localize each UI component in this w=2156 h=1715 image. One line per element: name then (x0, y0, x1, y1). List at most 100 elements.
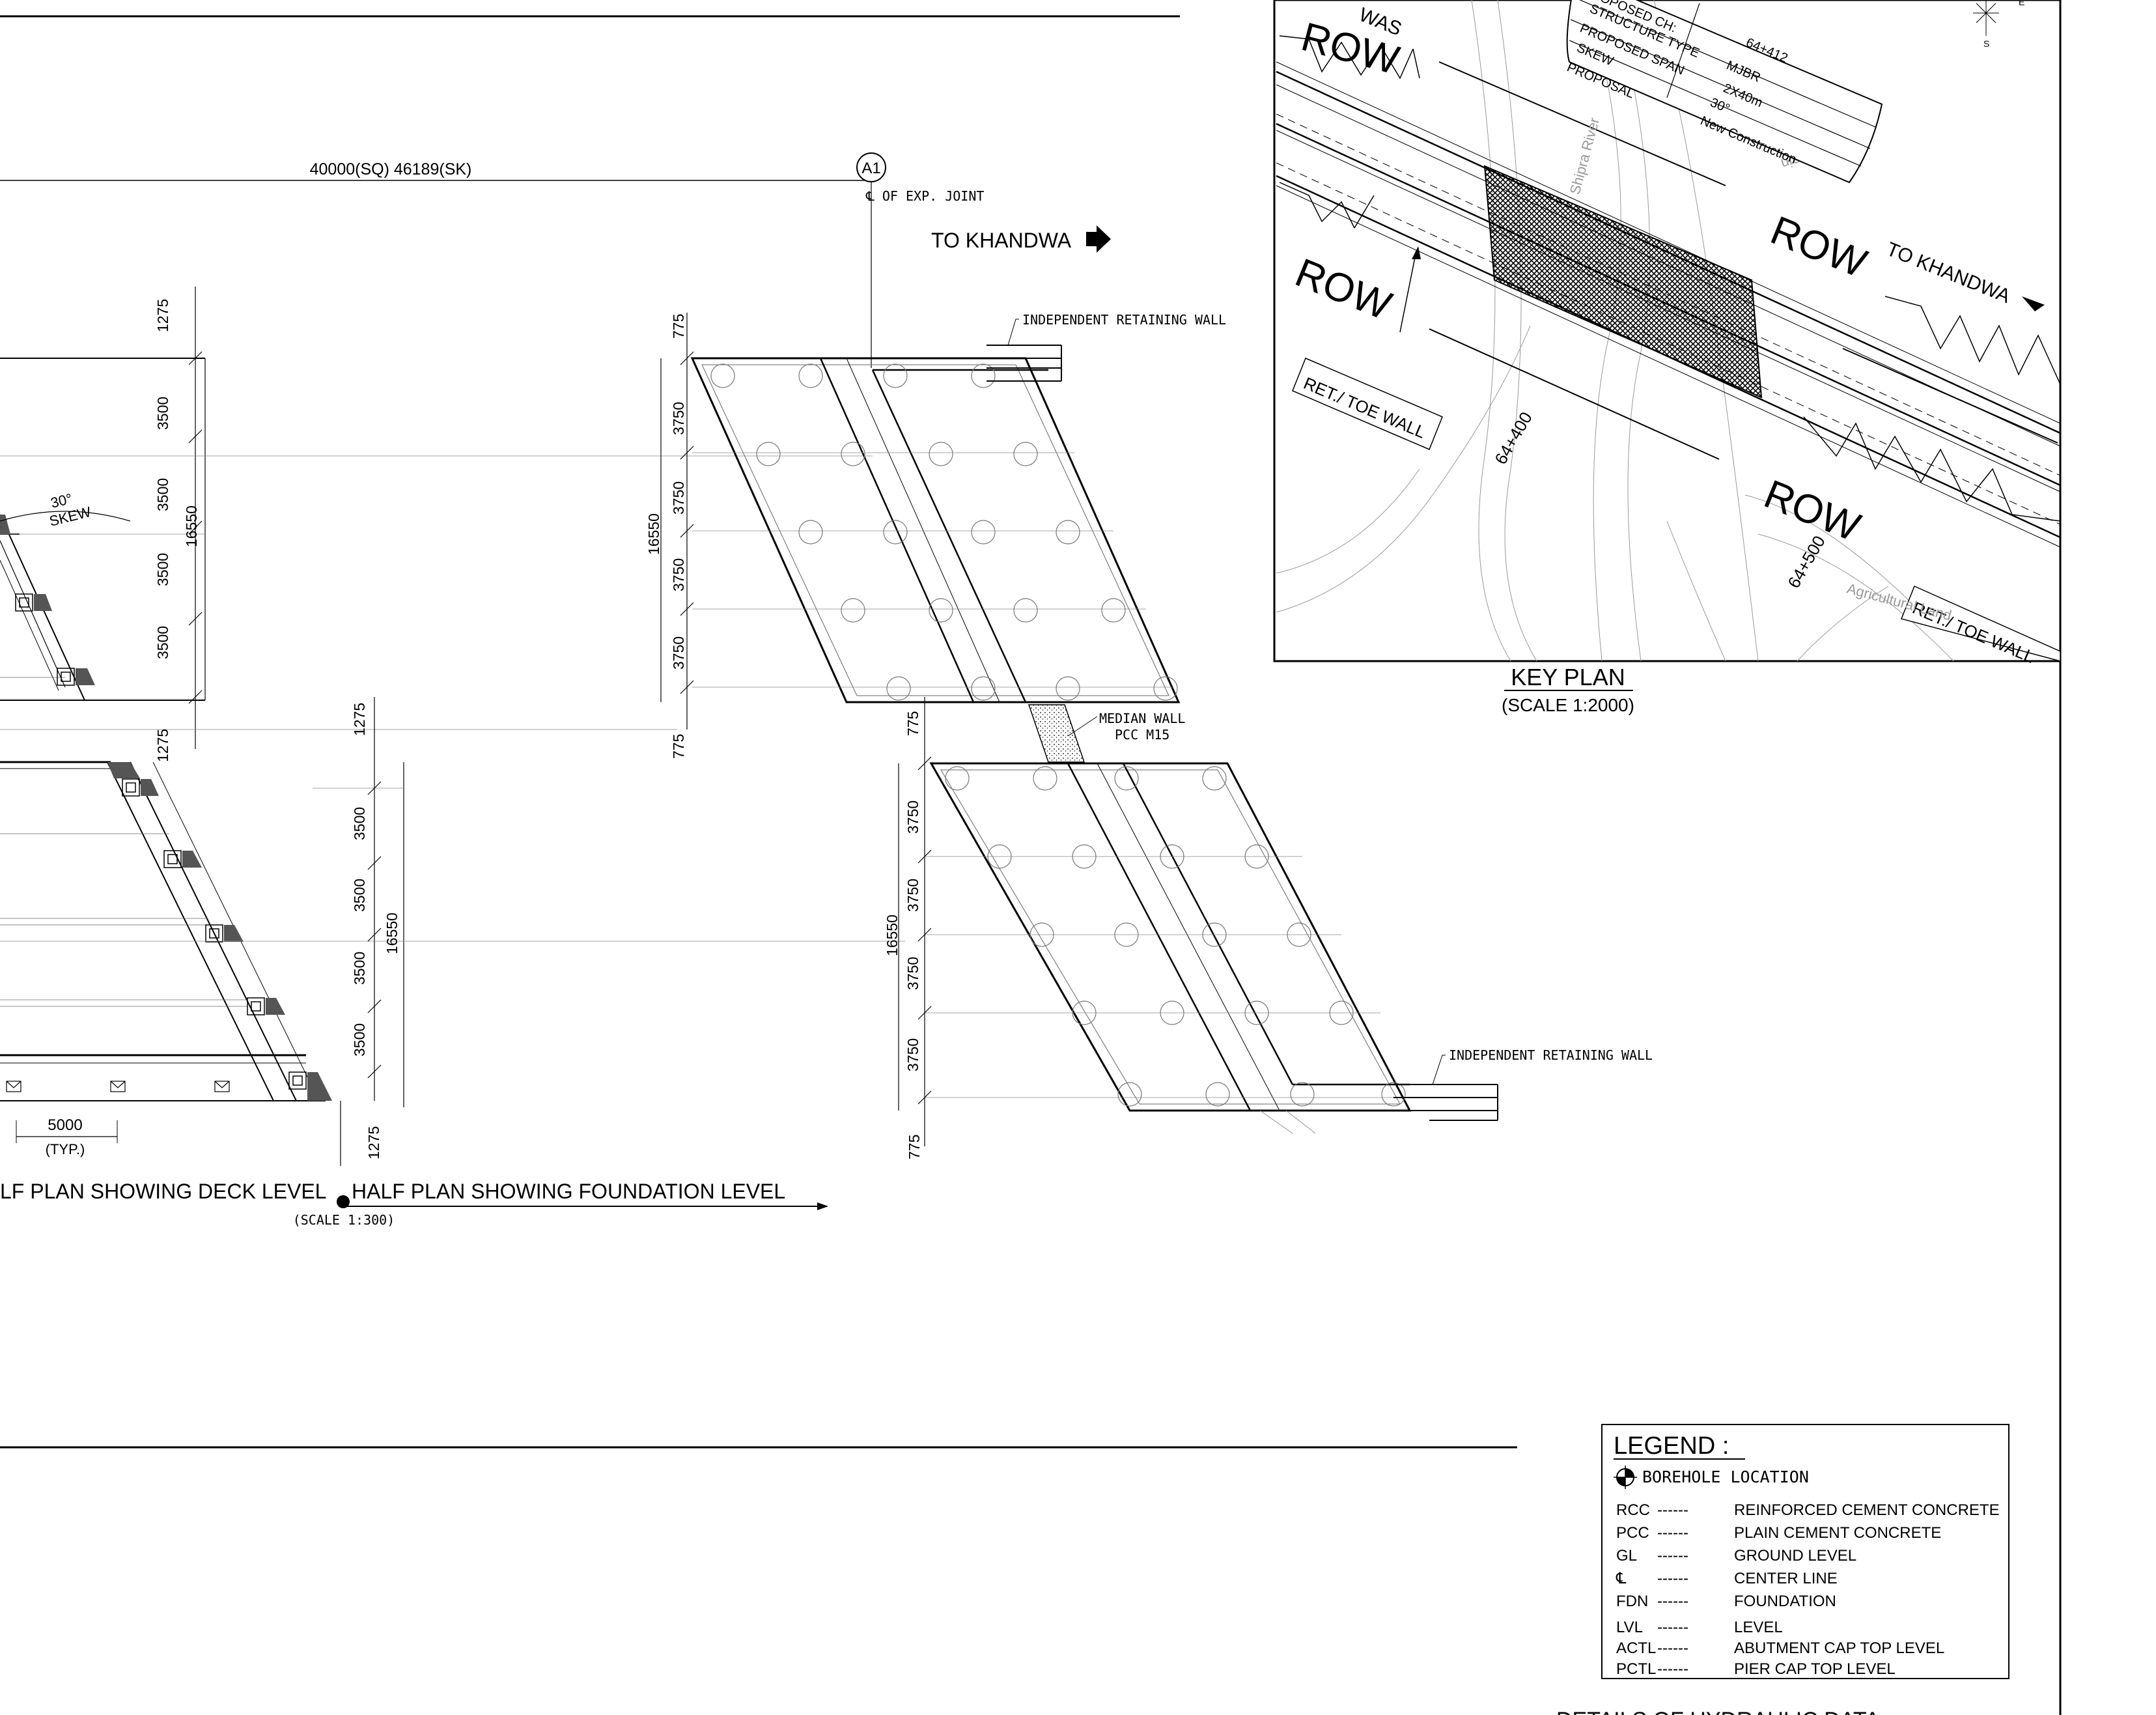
dim-3750-d: 3750 (670, 636, 687, 670)
foundation-dim-labels-upper: 775 3750 3750 3750 3750 16550 775 (645, 314, 687, 759)
dim-3750-h: 3750 (904, 1038, 921, 1071)
retaining-wall-top-label: INDEPENDENT RETAINING WALL (1022, 312, 1226, 328)
axis-a1-marker: A1 ℄ OF EXP. JOINT (856, 152, 984, 368)
key-direction-label: TO KHANDWA (1883, 238, 2013, 307)
legend-abbr-fdn: FDN (1616, 1593, 1648, 1610)
span-dimension-text: 40000(SQ) 46189(SK) (310, 160, 472, 178)
legend-desc-pcc: PLAIN CEMENT CONCRETE (1734, 1524, 1941, 1542)
title-foundation-level: HALF PLAN SHOWING FOUNDATION LEVEL (352, 1180, 785, 1203)
dim-3500-g: 3500 (351, 952, 368, 985)
deck-level-plan (0, 358, 332, 1101)
legend-desc-pctl: PIER CAP TOP LEVEL (1734, 1660, 1896, 1678)
section-dot (337, 1195, 350, 1208)
legend-abbr-rcc: RCC (1616, 1501, 1650, 1519)
typ-spacing-label: (TYP.) (46, 1141, 85, 1157)
typ-spacing-value: 5000 (48, 1116, 82, 1134)
dim-16550-b: 16550 (384, 913, 400, 954)
legend-sep-lvl: ------ (1657, 1619, 1688, 1636)
foundation-upper (690, 319, 1181, 703)
legend-sep-fdn: ------ (1657, 1593, 1688, 1610)
legend-title: LEGEND : (1614, 1432, 1729, 1460)
legend-sep-rcc: ------ (1657, 1501, 1688, 1519)
dim-1275-d: 1275 (365, 1126, 382, 1159)
chainage-64-500: 64+500 (1784, 532, 1829, 591)
deck-dim-labels-lower: 1275 3500 3500 3500 3500 16550 1275 (351, 703, 400, 1159)
foundation-dim-labels-lower: 775 3750 3750 3750 3750 16550 775 (884, 711, 923, 1159)
arrow-right-icon (1086, 225, 1111, 253)
deck-dims-lower (0, 697, 905, 1166)
legend-desc-rcc: REINFORCED CEMENT CONCRETE (1734, 1501, 2000, 1519)
legend-abbr-gl: GL (1616, 1547, 1637, 1565)
exp-joint-label: ℄ OF EXP. JOINT (865, 188, 984, 204)
legend-borehole: BOREHOLE LOCATION (1642, 1467, 1809, 1486)
dim-3500-a: 3500 (154, 397, 171, 430)
dim-3750-g: 3750 (904, 957, 921, 990)
deck-dims-upper (0, 287, 873, 749)
legend-abbr-pctl: PCTL (1616, 1660, 1656, 1678)
legend-abbr-lvl: LVL (1616, 1619, 1643, 1636)
key-plan-title: KEY PLAN (1511, 664, 1625, 690)
legend-desc-cl: CENTER LINE (1734, 1570, 1838, 1587)
direction-label: TO KHANDWA (931, 229, 1072, 252)
dim-775-a: 775 (670, 314, 687, 339)
direction-indicator: TO KHANDWA (931, 225, 1111, 253)
span-dimension: 40000(SQ) 46189(SK) (0, 160, 869, 181)
legend-sep-cl: ------ (1657, 1570, 1688, 1587)
dim-1275-a: 1275 (154, 299, 171, 332)
dim-3750-a: 3750 (670, 402, 687, 435)
dim-3750-e: 3750 (904, 801, 921, 834)
legend-sep-pctl: ------ (1657, 1660, 1688, 1678)
dim-3500-e: 3500 (351, 807, 368, 840)
compass-s: S (1983, 38, 1989, 49)
chainage-64-400: 64+400 (1491, 408, 1536, 468)
dim-16550-d: 16550 (884, 914, 901, 956)
plan-scale: (SCALE 1:300) (293, 1212, 395, 1228)
key-plan: ROW ROW ROW ROW WAS TO KHANDWA RET./ TOE… (1273, 0, 2062, 667)
legend: LEGEND : BOREHOLE LOCATION RCC ------ RE… (1601, 1424, 2009, 1679)
bridge-location (1483, 165, 1763, 399)
compass-e: E (2019, 0, 2024, 7)
row-label-3: ROW (1765, 208, 1873, 287)
north-arrow-icon: S E (1973, 0, 2024, 49)
dim-3750-f: 3750 (904, 879, 921, 912)
legend-desc-lvl: LEVEL (1734, 1619, 1783, 1636)
key-arrow-icon (2022, 296, 2045, 311)
footer-fragment: DETAILS OF HYDRAULIC DATA (1556, 1708, 1880, 1715)
dim-3500-c: 3500 (154, 553, 171, 586)
skew-annotation: 30° SKEW (48, 490, 92, 530)
key-plan-data-table: PROPOSED CH: 64+412 STRUCTURE TYPE MJBR … (1565, 0, 1883, 184)
plan-titles: LF PLAN SHOWING DECK LEVEL HALF PLAN SHO… (0, 1180, 828, 1228)
retaining-wall-bottom-label: INDEPENDENT RETAINING WALL (1449, 1047, 1653, 1063)
legend-sep-actl: ------ (1657, 1639, 1688, 1657)
legend-abbr-actl: ACTL (1616, 1639, 1656, 1657)
dim-775-d: 775 (906, 1135, 923, 1159)
dim-1275-b: 1275 (154, 729, 171, 762)
sheet-borders (0, 0, 2062, 1715)
dim-775-c: 775 (904, 711, 921, 736)
key-plan-scale: (SCALE 1:2000) (1502, 695, 1634, 715)
borehole-icon (1614, 1466, 1637, 1489)
typ-spacing-dimension: 5000 (TYP.) (16, 1116, 118, 1157)
legend-sep-gl: ------ (1657, 1547, 1688, 1565)
legend-desc-actl: ABUTMENT CAP TOP LEVEL (1734, 1639, 1944, 1657)
foundation-dims-lower (898, 697, 932, 1146)
dim-3500-b: 3500 (154, 478, 171, 511)
dim-3750-c: 3750 (670, 558, 687, 591)
dim-16550-a: 16550 (183, 505, 200, 547)
dim-3500-f: 3500 (351, 879, 368, 912)
title-deck-level: LF PLAN SHOWING DECK LEVEL (0, 1180, 326, 1203)
dim-3500-d: 3500 (154, 626, 171, 659)
row-label-2: ROW (1289, 250, 1398, 329)
key-plan-caption: KEY PLAN (SCALE 1:2000) (1502, 664, 1634, 715)
foundation-lower (925, 762, 1498, 1134)
foundation-dims-upper (660, 313, 694, 730)
dim-3500-h: 3500 (351, 1023, 368, 1056)
legend-desc-fdn: FOUNDATION (1734, 1593, 1836, 1610)
river-label: Shipra River (1567, 116, 1603, 196)
dim-1275-c: 1275 (351, 703, 368, 736)
dim-16550-c: 16550 (645, 513, 662, 555)
legend-sep-pcc: ------ (1657, 1524, 1688, 1542)
median-wall-label: MEDIAN WALL (1099, 711, 1185, 726)
legend-abbr-pcc: PCC (1616, 1524, 1649, 1542)
median-wall: MEDIAN WALL PCC M15 (1028, 704, 1185, 763)
